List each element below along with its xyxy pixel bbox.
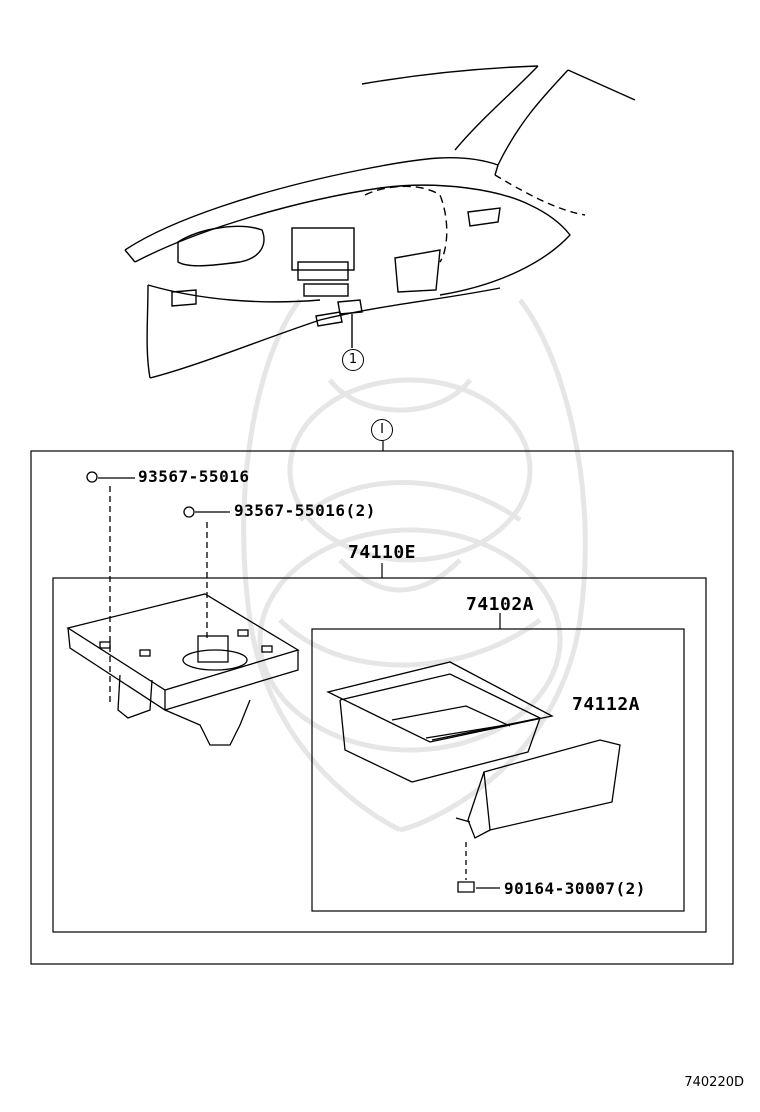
label-fastener-b: 93567-55016(2) [234, 501, 376, 520]
dashboard-illustration [124, 65, 636, 379]
label-fastener-a: 93567-55016 [138, 467, 250, 486]
door-illustration [455, 739, 621, 893]
label-door: 74112A [572, 694, 641, 715]
outer-frame [30, 450, 734, 965]
callout-section: I [371, 419, 393, 441]
watermark [241, 298, 588, 833]
assembly-frame [52, 577, 707, 933]
box-frame [311, 628, 685, 912]
box-illustration [326, 661, 554, 783]
frame [30, 441, 734, 965]
label-box: 74102A [466, 594, 535, 615]
label-screw: 90164-30007(2) [504, 879, 646, 898]
label-assembly: 74110E [348, 542, 417, 563]
reference-code: 740220D [684, 1075, 744, 1090]
bracket-illustration [66, 471, 300, 746]
callout-top: 1 [342, 349, 364, 371]
